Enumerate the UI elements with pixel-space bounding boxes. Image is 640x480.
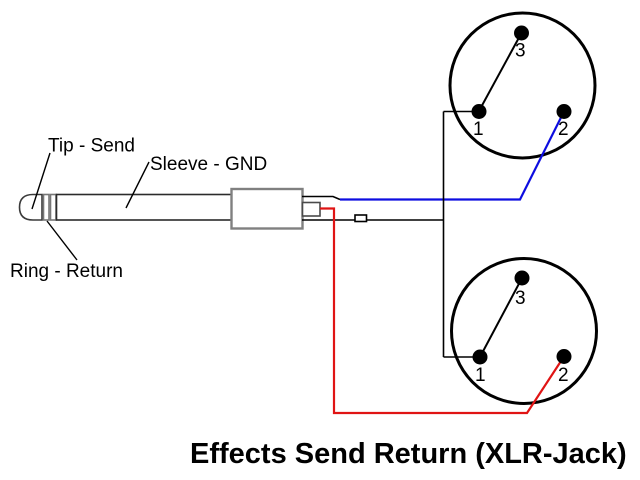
- ring-return-label: Ring - Return: [10, 261, 123, 282]
- xlr-bottom-pin2: [556, 349, 572, 364]
- xlr-bottom-pin3-pin1-link: [479, 277, 523, 358]
- xlr-top-pin3-label: 3: [515, 41, 526, 62]
- diagram-title: Effects Send Return (XLR-Jack): [190, 438, 627, 470]
- tip-send-label: Tip - Send: [48, 136, 135, 157]
- xlr-bottom-pin1: [472, 349, 488, 365]
- jack-ring-band-2: [49, 193, 57, 221]
- xlr-bottom-pin1-label: 1: [475, 365, 486, 386]
- jack-ring-band-1: [42, 193, 50, 221]
- jack-tip: [18, 193, 43, 221]
- xlr-top-pin2: [556, 104, 572, 119]
- return-wire-red: [320, 207, 565, 415]
- xlr-top-pin2-label: 2: [558, 119, 569, 140]
- xlr-bottom-pin3: [514, 270, 530, 286]
- xlr-bottom-pin2-label: 2: [558, 365, 569, 386]
- xlr-top-pin1-label: 1: [473, 119, 484, 140]
- ground-tab: [354, 214, 368, 223]
- jack-barrel: [230, 187, 304, 230]
- ring-leader-line: [46, 220, 78, 261]
- xlr-top-pin1: [471, 104, 487, 119]
- sleeve-leader-line: [125, 161, 150, 209]
- tip-lead-wire: [302, 195, 341, 201]
- xlr-bottom-pin3-label: 3: [515, 288, 526, 309]
- xlr-top-pin3-pin1-link: [478, 32, 523, 112]
- xlr-bottom-connector-outline: [450, 257, 598, 405]
- xlr-top-pin3: [514, 25, 529, 41]
- sleeve-gnd-label: Sleeve - GND: [150, 154, 267, 175]
- send-wire-blue: [340, 111, 565, 201]
- jack-sleeve-shaft: [55, 193, 233, 221]
- jack-tip-terminal: [301, 201, 321, 217]
- tip-leader-line: [31, 152, 51, 210]
